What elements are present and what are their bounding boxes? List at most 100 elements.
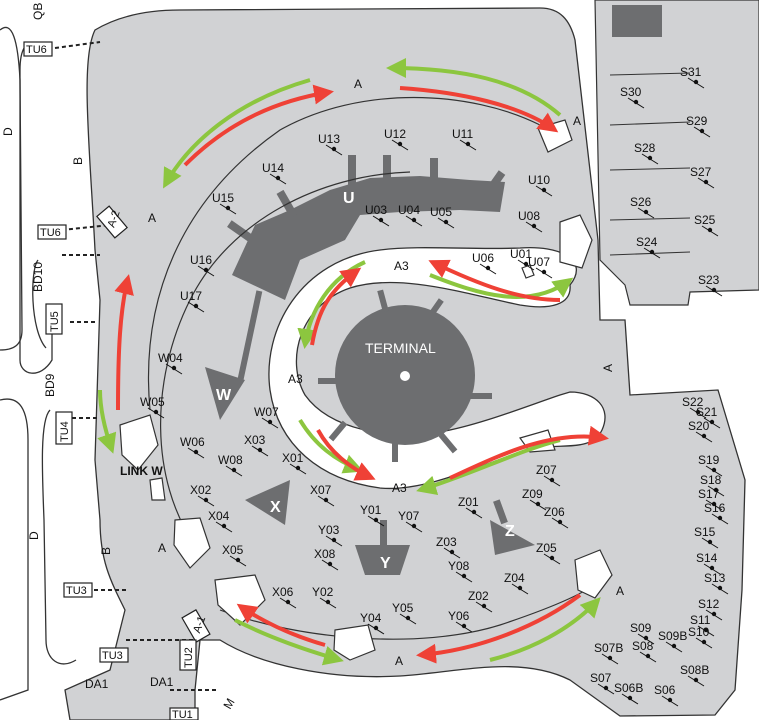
stand-dot	[295, 465, 301, 471]
stand-z07: Z07	[536, 463, 561, 487]
taxiway-a1-box: A-1	[181, 609, 211, 643]
stand-label: U10	[528, 173, 550, 187]
stand-dot	[411, 217, 417, 223]
stand-dot	[285, 599, 291, 605]
service-building	[612, 5, 662, 37]
stand-dot	[693, 79, 699, 85]
stand-dot	[153, 409, 159, 415]
stand-dot	[531, 223, 537, 229]
stand-y05: Y05	[392, 601, 417, 625]
box-tu6-mid: TU6	[37, 224, 67, 240]
route-green-u-loop	[429, 273, 574, 299]
stand-label: Y06	[448, 609, 470, 623]
stand-label: X06	[272, 585, 294, 599]
stand-label: S09	[630, 621, 652, 635]
stand-dot	[221, 523, 227, 529]
stand-label: Y05	[392, 601, 414, 615]
svg-text:A-1: A-1	[191, 615, 208, 635]
stand-label: U12	[384, 127, 406, 141]
stand-x07: X07	[310, 483, 335, 507]
stand-label: U08	[518, 209, 540, 223]
svg-text:TU1: TU1	[172, 709, 193, 720]
stand-label: U04	[398, 203, 420, 217]
taxiway-a-bottom: A	[395, 654, 403, 668]
stand-z09: Z09	[522, 487, 547, 511]
stand-z01: Z01	[458, 495, 483, 519]
stand-dot	[643, 209, 649, 215]
stand-dot	[443, 219, 449, 225]
stand-z02: Z02	[468, 589, 493, 613]
route-red-left	[114, 274, 134, 411]
stand-dot	[485, 265, 491, 271]
stand-label: Z05	[536, 541, 557, 555]
stand-dot	[535, 501, 541, 507]
stand-s30: S30	[620, 85, 645, 109]
stand-s06b: S06B	[614, 681, 643, 705]
stand-dot	[235, 557, 241, 563]
stand-label: Z03	[436, 535, 457, 549]
stand-dot	[703, 627, 709, 633]
stand-label: W04	[158, 351, 183, 365]
stand-label: S16	[704, 501, 726, 515]
stand-dot	[203, 497, 209, 503]
taxiway-bd10: BD10	[31, 262, 45, 292]
stand-s15: S15	[694, 525, 719, 549]
taxiway-d-upper: D	[1, 127, 15, 136]
route-green-upper-left	[163, 78, 311, 189]
route-green-bottom-right	[489, 597, 601, 662]
stand-s29: S29	[686, 114, 711, 138]
stand-dot	[397, 141, 403, 147]
stand-x01: X01	[282, 451, 307, 475]
pier-x-label: X	[270, 499, 281, 516]
box-tu4: TU4	[55, 411, 73, 445]
stand-dot	[331, 537, 337, 543]
stand-u16: U16	[190, 253, 215, 277]
taxiway-a-lower-left: A	[158, 541, 166, 555]
pier-u-label: U	[343, 190, 355, 207]
stand-label: U07	[528, 255, 550, 269]
stand-dot	[373, 517, 379, 523]
stand-s23: S23	[698, 273, 723, 297]
stand-s09: S09	[630, 621, 655, 645]
stand-label: S08	[632, 639, 654, 653]
taxiway-da1-b: DA1	[150, 675, 174, 689]
taxiway-b-lower: B	[99, 547, 113, 555]
stand-label: U03	[365, 203, 387, 217]
taxiway-a-top: A	[354, 77, 362, 91]
stand-dot	[481, 603, 487, 609]
stand-label: S19	[698, 453, 720, 467]
stand-dot	[225, 205, 231, 211]
stand-x05: X05	[222, 543, 247, 567]
stand-u13: U13	[318, 132, 343, 156]
route-red-a3-left	[310, 267, 362, 346]
pier-w-label: W	[216, 387, 232, 404]
box-tu6-top: TU6	[23, 41, 53, 57]
svg-text:TU6: TU6	[26, 44, 47, 56]
stand-s10: S10	[688, 625, 713, 649]
stand-label: W05	[140, 395, 165, 409]
stand-dot	[711, 467, 717, 473]
pier-x	[245, 480, 290, 525]
taxiway-labels: A A A A A A A A3 A3 A3 A-2 A-1 B B D D B…	[1, 3, 624, 712]
stand-dot	[257, 447, 263, 453]
stand-dot	[671, 643, 677, 649]
routes-red	[114, 84, 609, 664]
ring-road-outer	[147, 97, 541, 411]
stand-label: S13	[704, 571, 726, 585]
stand-dot	[707, 539, 713, 545]
stand-s31: S31	[680, 65, 705, 89]
stand-label: X01	[282, 451, 304, 465]
box-tu5: TU5	[45, 303, 63, 335]
route-green-a3-left	[297, 260, 366, 349]
stand-label: W08	[218, 453, 243, 467]
stand-label: U13	[318, 132, 340, 146]
stand-dot	[649, 249, 655, 255]
stand-label: X02	[190, 483, 212, 497]
stand-dot	[667, 697, 673, 703]
stand-dot	[699, 128, 705, 134]
taxiway-a-top-right: A	[573, 114, 581, 128]
stand-label: S23	[698, 273, 720, 287]
stand-dot	[171, 365, 177, 371]
stand-dot	[711, 287, 717, 293]
stand-dot	[701, 639, 707, 645]
